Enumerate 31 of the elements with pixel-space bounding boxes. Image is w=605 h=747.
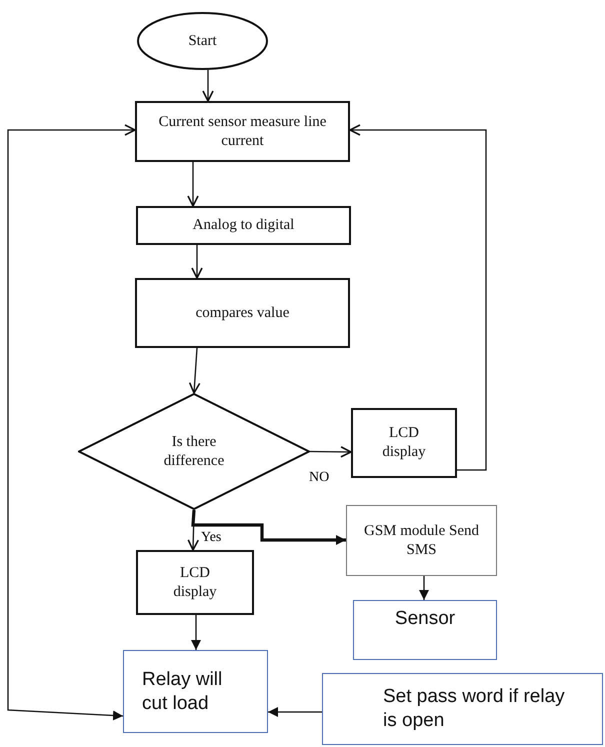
node-text: Current sensor measure line current <box>158 112 328 150</box>
arrow <box>419 576 429 600</box>
arrow <box>268 707 322 717</box>
node-text: Relay will cut load <box>142 668 224 716</box>
node-text: LCD display <box>381 424 427 462</box>
process-box <box>353 600 497 660</box>
process-box <box>351 408 457 478</box>
arrow <box>191 245 203 279</box>
node-text: compares value <box>196 304 290 322</box>
node-text: LCD display <box>172 564 218 602</box>
process-box <box>135 101 350 162</box>
node-text: Is there difference <box>162 432 226 470</box>
arrow <box>310 446 352 458</box>
arrow <box>7 124 136 720</box>
process-box <box>136 550 254 615</box>
process-box <box>123 650 268 733</box>
node-text: Sensor <box>394 607 456 631</box>
arrow <box>349 124 487 471</box>
arrow <box>188 348 200 394</box>
process-box <box>135 278 350 348</box>
arrow <box>191 510 346 545</box>
arrow <box>191 615 201 650</box>
arrow <box>202 70 214 102</box>
node-text: Analog to digital <box>192 216 294 235</box>
arrow <box>187 162 199 207</box>
node-text: Start <box>188 32 217 50</box>
process-box <box>346 505 497 576</box>
process-box <box>322 673 603 745</box>
node-text: Set pass word if relay is open <box>383 685 566 733</box>
process-box <box>136 206 351 245</box>
node-text: GSM module Send SMS <box>364 522 479 560</box>
